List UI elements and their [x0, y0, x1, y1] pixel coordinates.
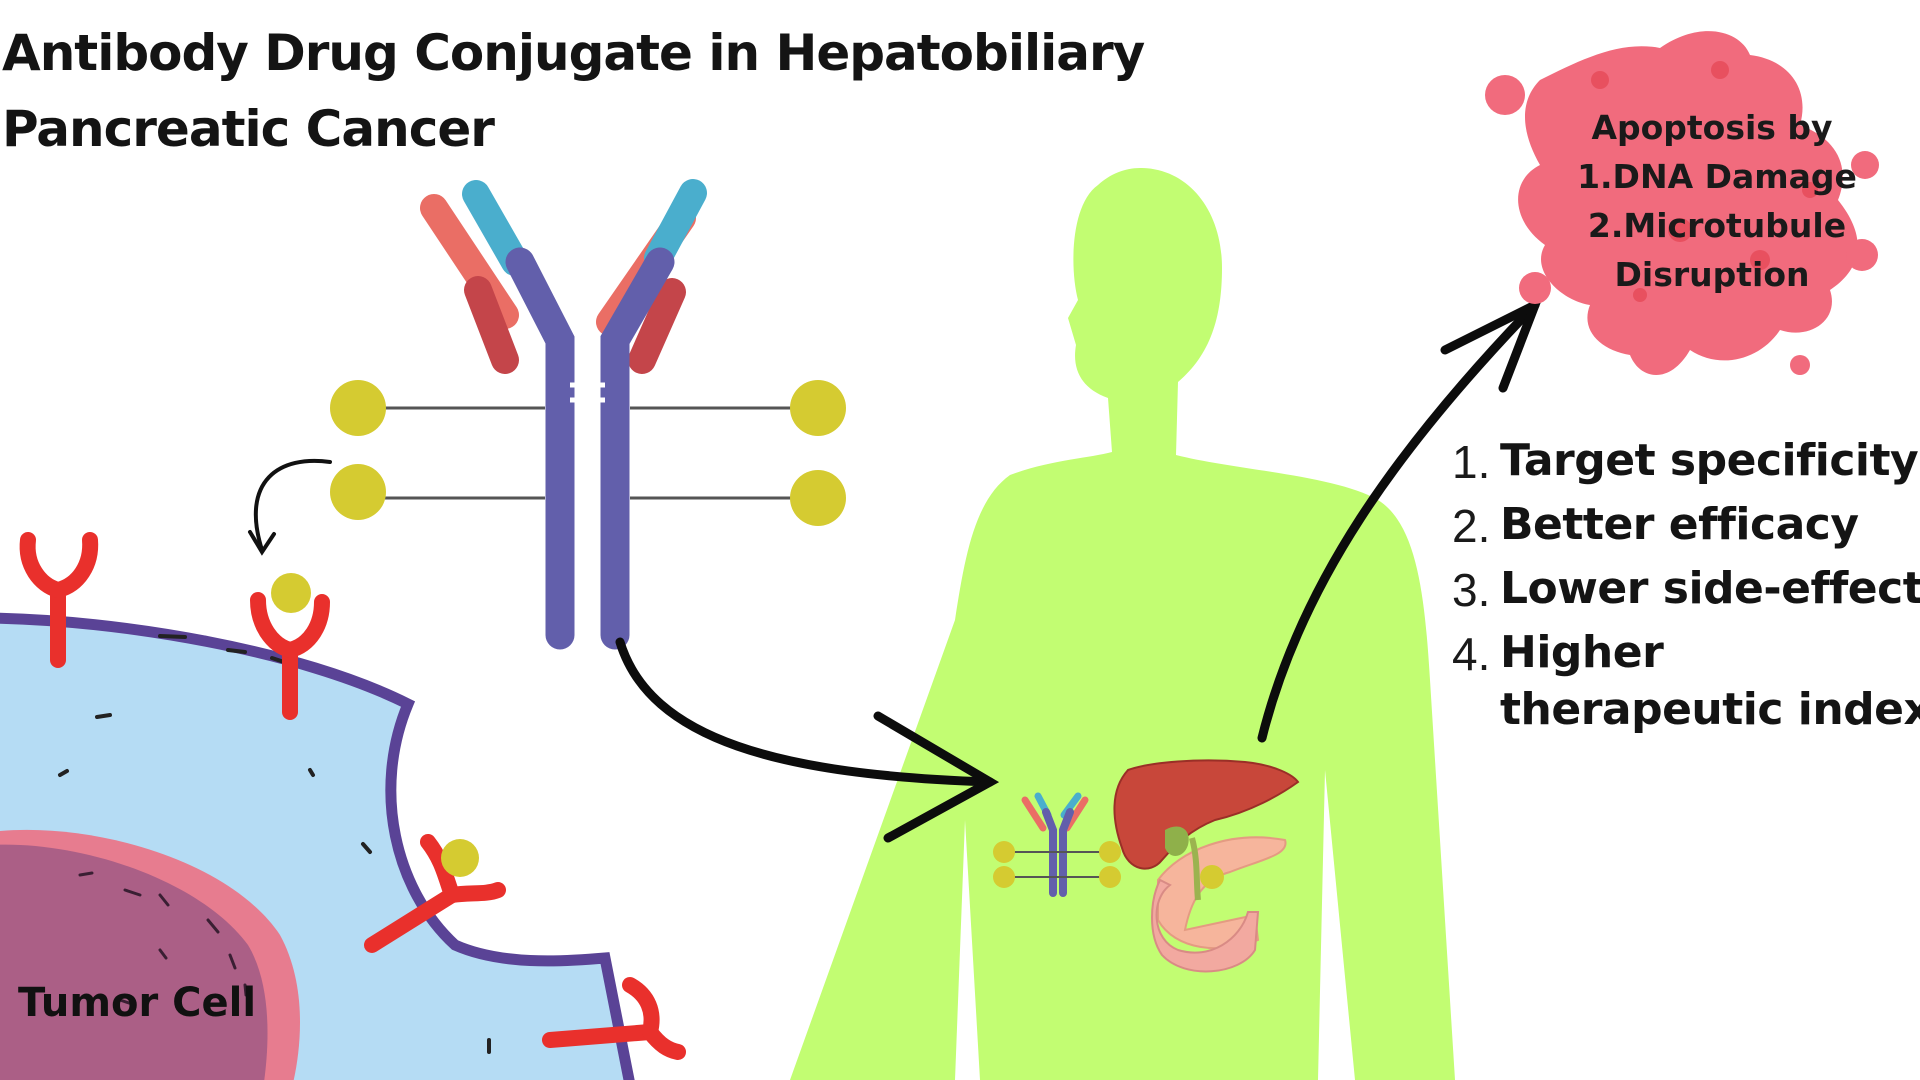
adc-to-body-arrow: [615, 637, 1000, 843]
benefit-number: 2.: [1452, 500, 1491, 552]
benefit-text: Lower side-effects: [1500, 563, 1920, 614]
page-title-line-2: Pancreatic Cancer: [2, 100, 495, 158]
antibody-hinge: [570, 382, 605, 403]
bound-payload: [271, 573, 311, 613]
benefit-text: Target specificity: [1500, 435, 1919, 486]
nucleus-dashes: [78, 871, 248, 1006]
body-to-apoptosis-arrow: [1257, 295, 1544, 743]
duodenum: [1151, 878, 1260, 973]
antibody-body: [505, 247, 675, 650]
bile-duct: [1189, 837, 1201, 901]
receptor: [364, 834, 506, 953]
body-shape: [790, 168, 1455, 1080]
gallbladder: [1165, 826, 1189, 856]
benefit-text-line: Higher: [1500, 627, 1664, 678]
liver: [1113, 759, 1300, 870]
apoptosis-line: Disruption: [1614, 255, 1810, 294]
apoptosis-line: Apoptosis by: [1591, 108, 1833, 147]
benefit-text-line: therapeutic index: [1500, 684, 1920, 735]
receptors: [19, 532, 686, 1060]
apoptosis-line: 1.DNA Damage: [1577, 157, 1857, 196]
receptor: [250, 592, 330, 720]
benefit-number: 1.: [1452, 436, 1491, 488]
antibody-tips: [420, 179, 707, 374]
page-title-line-1: Antibody Drug Conjugate in Hepatobiliary: [2, 24, 1145, 82]
apoptotic-cell: [1485, 31, 1879, 376]
small-adc: [993, 792, 1121, 897]
antibody-drug-conjugate: [330, 179, 846, 650]
organ-payload: [1200, 865, 1224, 889]
human-body-silhouette: [790, 168, 1455, 1080]
benefit-text: Higher therapeutic index: [1500, 627, 1920, 735]
benefit-text: Better efficacy: [1500, 499, 1859, 550]
tumor-cell: [0, 612, 635, 1080]
payloads: [330, 380, 846, 526]
linkers: [358, 406, 820, 500]
receptor: [19, 532, 99, 668]
liver-pancreas: [1113, 759, 1300, 973]
apoptosis-line: 2.Microtubule: [1587, 206, 1847, 245]
bound-payload: [441, 839, 479, 877]
benefit-number: 4.: [1452, 628, 1491, 680]
payload-release-arrow: [248, 458, 332, 556]
tumor-cell-label: Tumor Cell: [18, 980, 257, 1026]
nucleus: [0, 844, 268, 1080]
benefit-number: 3.: [1452, 564, 1491, 616]
receptor: [542, 977, 686, 1060]
